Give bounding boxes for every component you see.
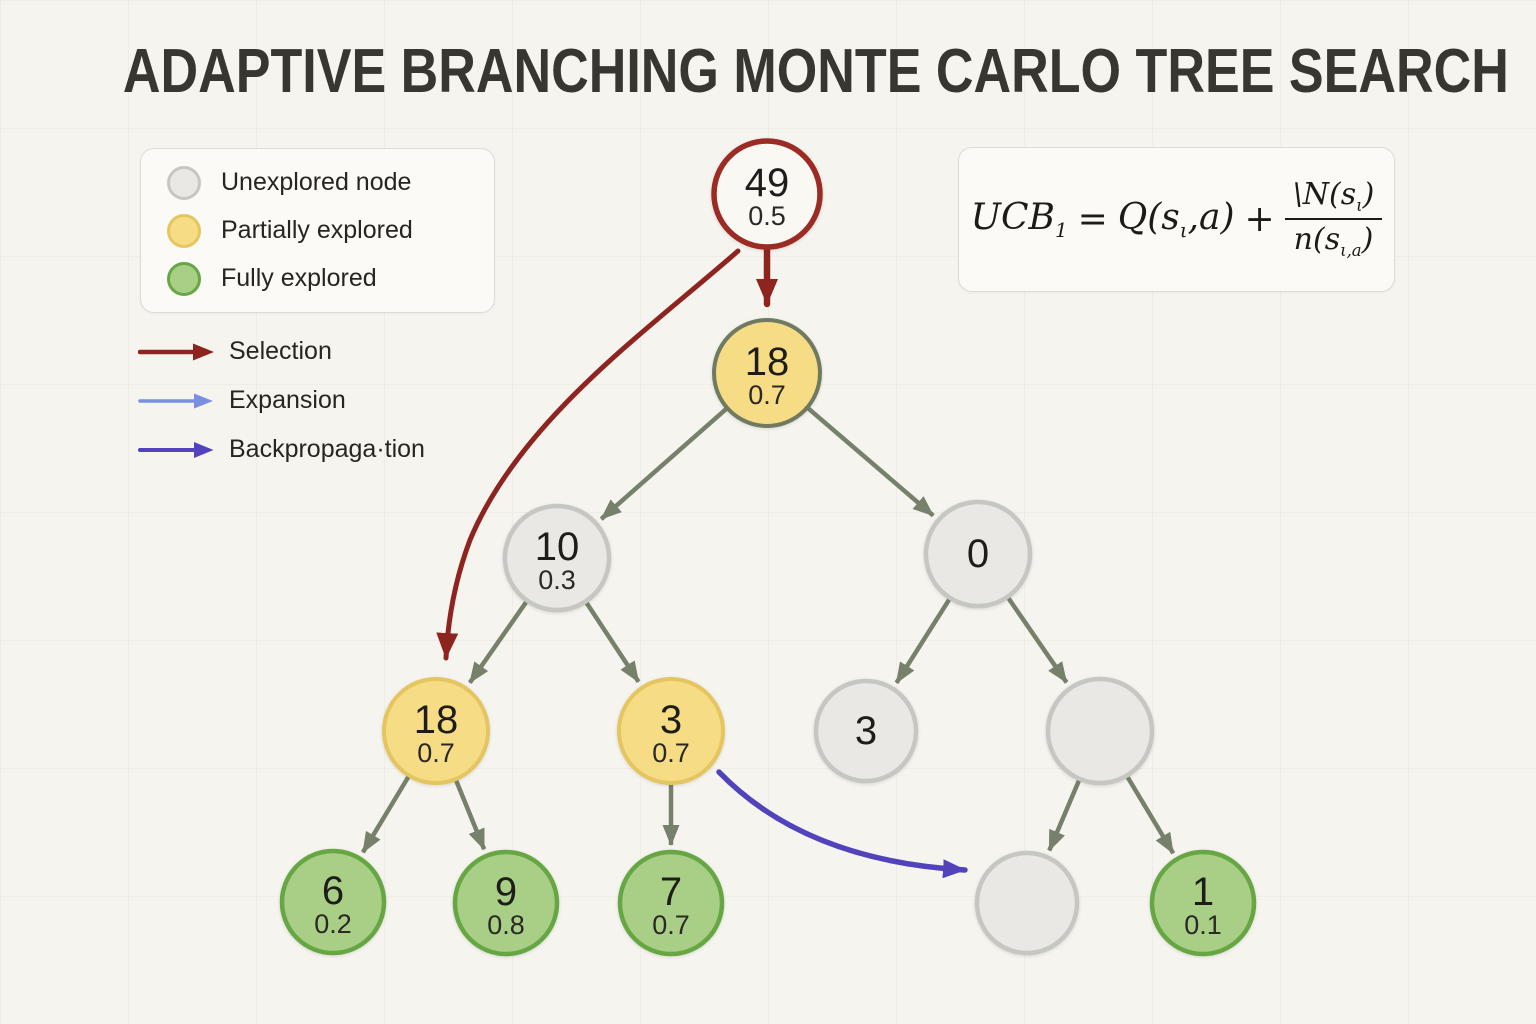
formula-equals: = — [1077, 199, 1108, 240]
tree-edge-n10-n3a — [584, 601, 641, 683]
backpropagation-arrow-icon — [138, 441, 214, 458]
node-value: 0.1 — [1184, 910, 1222, 940]
node-type-legend: Unexplored node Partially explored Fully… — [140, 148, 495, 313]
tree-node-n3b: 3 — [813, 678, 919, 784]
node-value: 0.8 — [487, 910, 525, 940]
node-circle — [1149, 849, 1257, 957]
tree-edge-blank1-n1 — [1125, 775, 1176, 855]
formula-lhs: UCB1 — [970, 196, 1068, 243]
node-circle — [712, 318, 822, 428]
legend-label: Partially explored — [221, 216, 413, 244]
tree-node-n18b: 180.7 — [382, 677, 490, 785]
expansion-arrow-icon — [138, 393, 213, 408]
node-value: 0.7 — [652, 738, 690, 768]
node-visit-count: 6 — [322, 869, 344, 913]
selection-curve-arrow — [436, 248, 741, 661]
node-visit-count: 0 — [967, 532, 989, 576]
tree-node-blank1 — [1045, 676, 1155, 786]
node-visit-count: 3 — [855, 709, 877, 753]
formula-q-term: Q(sι,a) — [1117, 196, 1235, 243]
tree-node-blank2 — [974, 850, 1080, 956]
node-visit-count: 1 — [1192, 870, 1214, 914]
node-circle — [279, 848, 387, 956]
node-visit-count: 10 — [535, 525, 580, 569]
tree-node-n6: 60.2 — [279, 848, 387, 956]
tree-node-n18a: 180.7 — [712, 318, 822, 428]
tree-node-n3a: 30.7 — [617, 677, 725, 785]
legend-item-unexplored: Unexplored node — [167, 165, 494, 200]
arrow-label: Selection — [229, 337, 332, 365]
node-circle — [382, 677, 490, 785]
node-circle — [923, 499, 1033, 609]
tree-edge-n18a-n10 — [599, 407, 728, 521]
node-value: 0.7 — [748, 380, 786, 410]
ucb-formula-panel: UCB1 = Q(sι,a) + \N(sι) n(sι,a) — [958, 147, 1395, 292]
legend-label: Unexplored node — [221, 168, 412, 196]
legend-item-expansion: Expansion — [138, 386, 425, 414]
arrow-label: Expansion — [229, 386, 346, 414]
legend-item-fully-explored: Fully explored — [167, 261, 494, 296]
node-circle — [617, 677, 725, 785]
partially-explored-node-swatch-icon — [167, 213, 201, 248]
tree-edge-n0-n3b — [894, 597, 952, 685]
node-circle — [974, 850, 1080, 956]
tree-node-n10: 100.3 — [502, 503, 612, 613]
tree-edge-blank1-blank2 — [1047, 778, 1082, 852]
tree-edge-n18b-n6 — [360, 775, 411, 854]
legend-item-partially-explored: Partially explored — [167, 213, 494, 248]
node-visit-count: 9 — [495, 870, 517, 914]
node-visit-count: 3 — [660, 698, 682, 742]
node-value: 0.7 — [417, 738, 455, 768]
tree-edge-n10-n18b — [467, 600, 529, 684]
tree-node-n9: 90.8 — [452, 849, 560, 957]
legend-item-backpropagation: Backpropaga·tion — [138, 435, 425, 463]
tree-edge-n0-blank1 — [1006, 596, 1069, 684]
node-value: 0.5 — [748, 201, 786, 231]
node-circle — [452, 849, 560, 957]
ucb-formula: UCB1 = Q(sι,a) + \N(sι) n(sι,a) — [970, 177, 1383, 261]
formula-plus: + — [1244, 199, 1275, 240]
legend-item-selection: Selection — [138, 337, 425, 365]
node-circle — [813, 678, 919, 784]
formula-denominator: n(sι,a) — [1293, 222, 1374, 260]
backprop-curve-arrow — [716, 769, 968, 879]
fully-explored-node-swatch-icon — [167, 261, 201, 296]
formula-fraction: \N(sι) n(sι,a) — [1284, 177, 1383, 261]
formula-numerator: \N(sι) — [1284, 177, 1383, 220]
node-circle — [711, 138, 823, 250]
node-circle — [617, 849, 725, 957]
node-visit-count: 49 — [745, 161, 790, 205]
legend-label: Fully explored — [221, 264, 377, 292]
node-value: 0.7 — [652, 910, 690, 940]
tree-node-n7: 70.7 — [617, 849, 725, 957]
page-title: ADAPTIVE BRANCHING MONTE CARLO TREE SEAR… — [122, 37, 1509, 106]
node-visit-count: 18 — [745, 340, 790, 384]
selection-arrow-icon — [138, 343, 214, 360]
tree-node-root: 490.5 — [711, 138, 823, 250]
tree-node-n0: 0 — [923, 499, 1033, 609]
arrow-label: Backpropaga·tion — [229, 435, 425, 463]
node-visit-count: 18 — [414, 698, 459, 742]
node-visit-count: 7 — [660, 870, 682, 914]
node-value: 0.2 — [314, 909, 352, 939]
tree-edge-n18b-n9 — [453, 779, 487, 851]
tree-edge-n18a-n0 — [806, 406, 935, 518]
arrow-legend: Selection Expansion Backpropaga·tion — [138, 337, 425, 463]
node-value: 0.3 — [538, 565, 576, 595]
node-circle — [1045, 676, 1155, 786]
node-circle — [502, 503, 612, 613]
unexplored-node-swatch-icon — [167, 165, 201, 200]
tree-node-n1: 10.1 — [1149, 849, 1257, 957]
